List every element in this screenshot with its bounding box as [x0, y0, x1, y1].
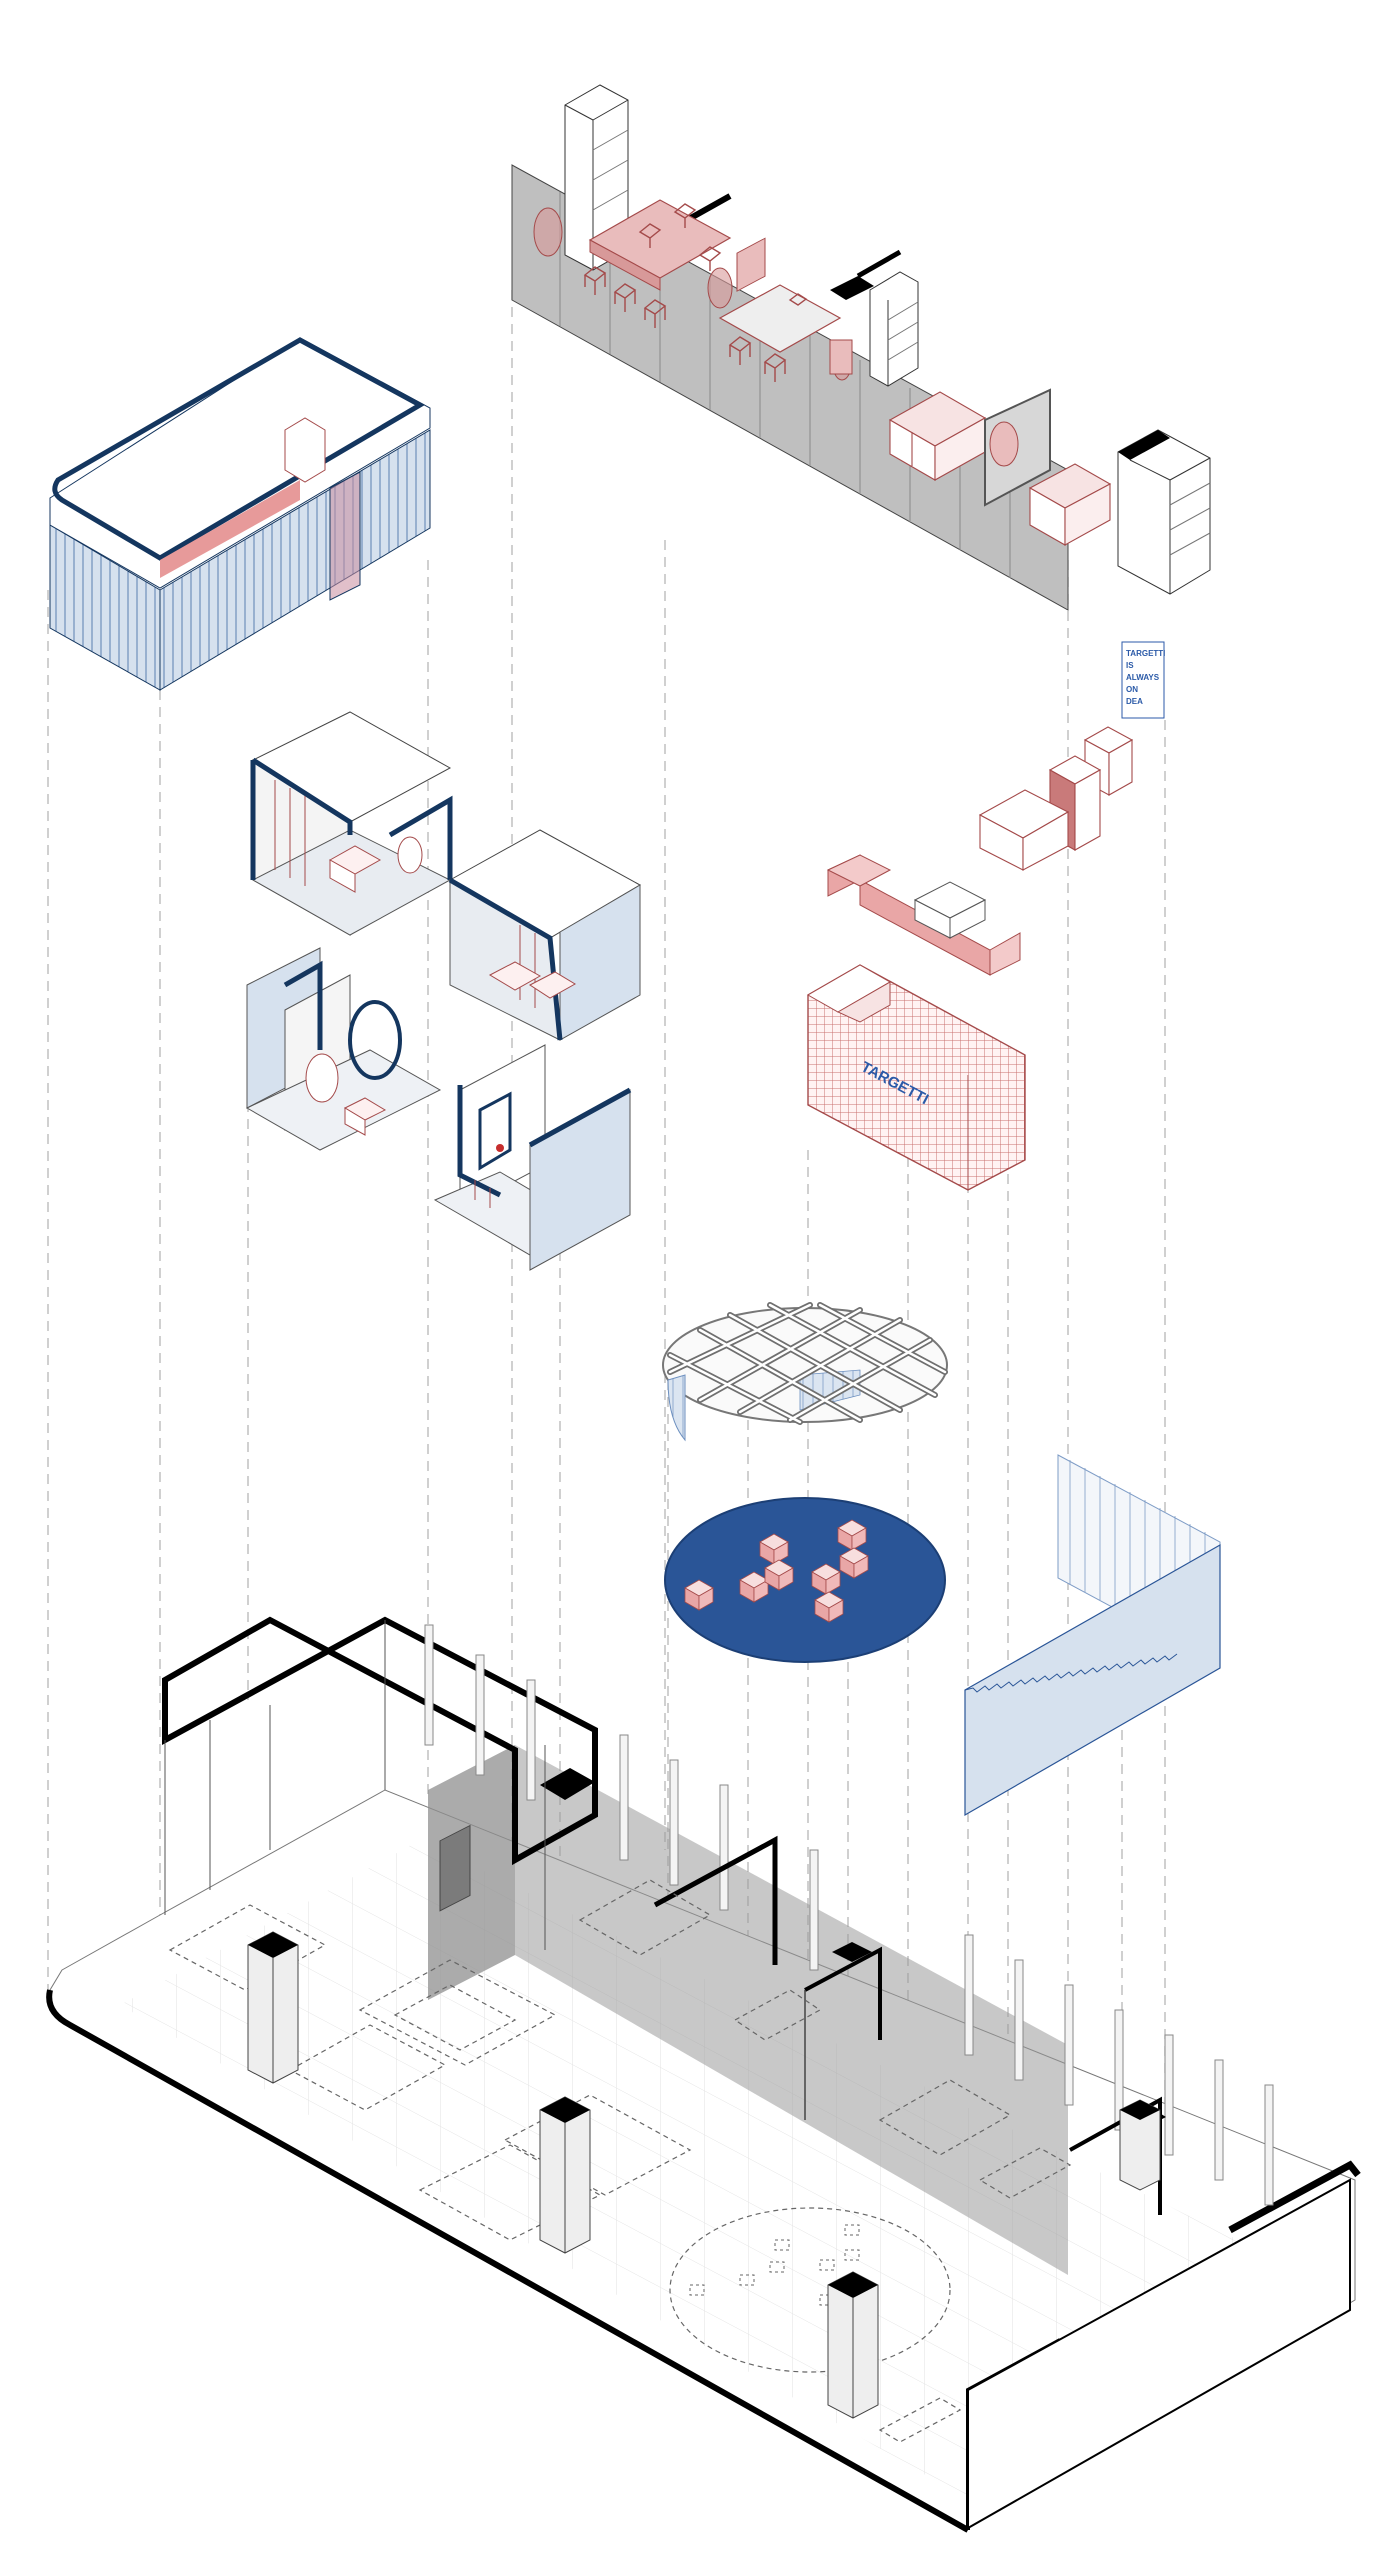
slab-front-edge [46, 1989, 970, 2533]
container-shelf [284, 417, 326, 483]
meeting-room-wall [653, 1835, 778, 1965]
room-module-b [448, 829, 642, 1041]
rug-cube-footprints [689, 2224, 860, 2306]
column [827, 2271, 879, 2419]
container-roof-rim [52, 337, 426, 561]
framed-mirror [984, 388, 1051, 507]
sign-line-4: ON [1126, 685, 1138, 694]
floor-plan-base [46, 1616, 1361, 2533]
display-shelves [978, 726, 1134, 871]
shaded-partition-plane [515, 1745, 1068, 2275]
container-room [49, 337, 431, 691]
sign-line-5: DEA [1126, 697, 1143, 706]
sign-line-1: TARGETTI [1126, 649, 1165, 658]
column [539, 2096, 591, 2254]
reception-counter-cubes [826, 854, 1021, 976]
desk-cluster [718, 284, 853, 382]
wall-signage: TARGETTI IS ALWAYS ON DEA [1121, 641, 1165, 719]
pin-board [736, 237, 766, 292]
round-rug-with-cubes [664, 1497, 946, 1663]
container-door [329, 471, 361, 601]
end-wall [967, 2178, 1351, 2530]
reception-desk: TARGETTI [806, 964, 1026, 1191]
column [247, 1931, 299, 2084]
core-wall-shaded [428, 1745, 515, 2000]
sign-line-3: ALWAYS [1126, 673, 1160, 682]
core-rear-wall [162, 1616, 598, 1866]
column [1119, 2099, 1161, 2191]
tall-bookcase-right [1117, 429, 1211, 595]
tall-bookcase [564, 84, 629, 271]
ceiling-lattice [662, 1302, 948, 1442]
sign-line-2: IS [1126, 661, 1134, 670]
meeting-table-group [533, 199, 766, 328]
room-module-a [250, 711, 453, 936]
pink-wall-strip [160, 480, 300, 578]
sideboard-units [888, 391, 1112, 546]
window-mullions [424, 1624, 1274, 2206]
core-door [439, 1824, 471, 1912]
partition-wall-with-furniture [511, 84, 1211, 611]
round-panel [533, 207, 563, 257]
curtain-panel [964, 1454, 1221, 1817]
pink-cube [684, 1519, 869, 1623]
room-module-c [245, 947, 442, 1151]
bookcase [869, 271, 919, 387]
wall-cap [830, 276, 874, 300]
room-module-d [433, 1044, 632, 1271]
